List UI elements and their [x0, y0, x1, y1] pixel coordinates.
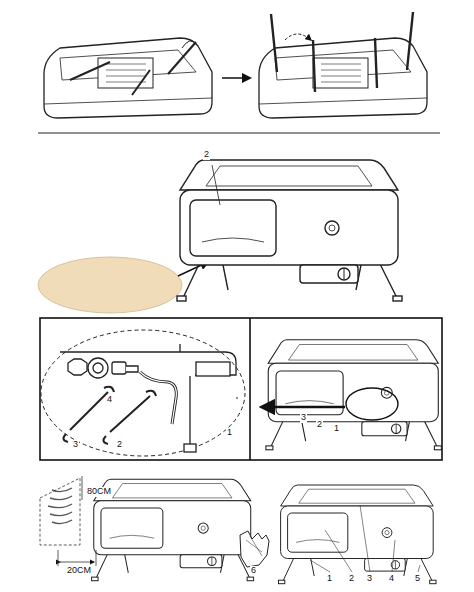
callout-number: 2 — [348, 574, 355, 584]
dimension-label: 80CM — [86, 487, 112, 497]
callout-number: 2 — [116, 440, 123, 450]
callout-number: 1 — [326, 574, 333, 584]
callout-number: 3 — [72, 440, 79, 450]
callout-number: 1 — [333, 424, 340, 434]
callout-number: 4 — [106, 395, 113, 405]
callout-number: 1 — [226, 428, 233, 438]
callout-number: 2 — [203, 150, 210, 160]
callout-number: 3 — [366, 574, 373, 584]
callout-number: 3 — [300, 413, 307, 423]
dimension-label: 20CM — [66, 566, 92, 576]
callout-number: 5 — [414, 574, 421, 584]
callout-number: 2 — [316, 420, 323, 430]
callout-number: 6 — [250, 566, 257, 576]
callout-number: 4 — [388, 574, 395, 584]
